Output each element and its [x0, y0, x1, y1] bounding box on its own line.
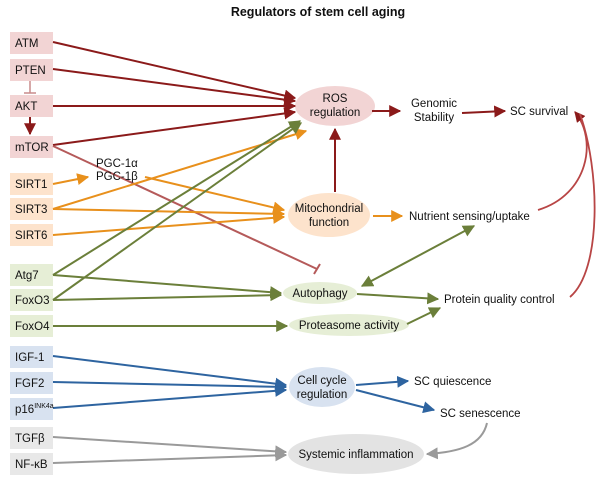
- arrow-sirt3-mito: [52, 207, 286, 220]
- label-mtor: mTOR: [15, 142, 49, 154]
- label-autophagy: Autophagy: [293, 288, 348, 300]
- curve-nutrient-survival: [537, 111, 588, 211]
- arrow-autophagy-nutrient: [360, 225, 476, 287]
- label-protein-qc: Protein quality control: [444, 294, 555, 306]
- box-igf1: [10, 346, 53, 368]
- label-p16: p16INK4a: [15, 403, 54, 416]
- arrow-foxo3-autophagy: [52, 289, 283, 302]
- node-ros-regulation: [295, 86, 375, 126]
- label-nfkb: NF-κB: [15, 459, 48, 471]
- arrow-atg7-autophagy: [52, 274, 283, 299]
- arrow-nfkb-systemic: [52, 449, 288, 464]
- label-p16-main: p16: [15, 404, 34, 416]
- box-sirt6: [10, 224, 53, 246]
- node-proteasome-activity: [289, 314, 409, 336]
- inhibit-bar-mtor-autophagy: [313, 263, 321, 275]
- label-igf1: IGF-1: [15, 352, 44, 364]
- box-sirt3: [10, 198, 53, 220]
- intermediate-labels: PGC-1α PGC-1β: [96, 158, 138, 183]
- box-akt: [10, 95, 53, 117]
- regulator-labels: ATM PTEN AKT mTOR SIRT1 SIRT3 SIRT6 Atg7…: [15, 38, 54, 471]
- inhibit-mtor-autophagy: [52, 145, 321, 275]
- arrow-sirt1-pgc1a: [52, 173, 90, 186]
- label-mito-2: function: [309, 217, 349, 229]
- curve-protein-survival: [569, 113, 596, 298]
- label-cellcycle-2: regulation: [297, 389, 348, 401]
- arrow-proteasome-protein: [406, 307, 442, 325]
- node-systemic-inflammation: [288, 434, 424, 474]
- arrow-genomic-survival: [461, 105, 507, 118]
- arrow-foxo3-ros: [52, 122, 302, 301]
- label-pgc1b: PGC-1β: [96, 171, 138, 183]
- node-mitochondrial-function: [288, 193, 370, 237]
- arrow-sirt6-mito: [52, 211, 286, 236]
- label-atm: ATM: [15, 38, 38, 50]
- arrow-senescence-systemic: [425, 422, 488, 460]
- blue-arrows: [52, 355, 436, 414]
- label-sirt1: SIRT1: [15, 179, 47, 191]
- box-nfkb: [10, 453, 53, 475]
- label-pten: PTEN: [15, 65, 46, 77]
- label-sc-senescence: SC senescence: [440, 408, 521, 420]
- box-atm: [10, 32, 53, 54]
- box-fgf2: [10, 372, 53, 394]
- box-p16: [10, 398, 53, 420]
- green-arrows: [52, 120, 476, 332]
- diagram-title: Regulators of stem cell aging: [231, 5, 405, 19]
- label-sirt6: SIRT6: [15, 230, 47, 242]
- label-tgfb: TGFβ: [15, 433, 45, 445]
- box-sirt1: [10, 173, 53, 195]
- label-sirt3: SIRT3: [15, 204, 47, 216]
- label-genomic-1: Genomic: [411, 98, 457, 110]
- label-foxo3: FoxO3: [15, 295, 50, 307]
- box-foxo3: [10, 289, 53, 311]
- regulator-boxes: [10, 32, 53, 475]
- arrow-fgf2-cellcycle: [52, 380, 288, 393]
- arrow-cellcycle-quiescence: [355, 375, 410, 388]
- outcome-labels: Genomic Stability SC survival Nutrient s…: [409, 98, 568, 420]
- node-cell-cycle-regulation: [289, 367, 355, 407]
- arrow-pten-ros: [52, 68, 297, 106]
- label-genomic-2: Stability: [414, 112, 455, 124]
- arrow-p16-cellcycle: [52, 384, 288, 409]
- label-p16-superscript: INK4a: [34, 403, 54, 410]
- label-mito-1: Mitochondrial: [295, 203, 363, 215]
- arrow-atm-ros: [52, 41, 297, 102]
- inhibit-line-mtor-autophagy: [52, 145, 318, 270]
- label-sc-survival: SC survival: [510, 106, 568, 118]
- arrow-autophagy-protein: [356, 292, 440, 305]
- label-systemic: Systemic inflammation: [298, 449, 413, 461]
- box-foxo4: [10, 315, 53, 337]
- label-cellcycle-1: Cell cycle: [297, 375, 346, 387]
- box-mtor: [10, 136, 53, 158]
- red-arrows: [24, 41, 507, 192]
- label-akt: AKT: [15, 101, 37, 113]
- arrow-mtor-ros: [52, 107, 297, 146]
- arrow-igf1-cellcycle: [52, 355, 288, 390]
- arrow-pgc1-mito: [144, 176, 286, 214]
- label-sc-quiescence: SC quiescence: [414, 376, 491, 388]
- node-autophagy: [283, 282, 357, 304]
- label-ros-2: regulation: [310, 107, 361, 119]
- box-pten: [10, 59, 53, 81]
- inhibit-pten-akt: [24, 81, 36, 94]
- feedback-curves: [537, 111, 596, 298]
- label-fgf2: FGF2: [15, 378, 44, 390]
- box-atg7: [10, 264, 53, 286]
- label-nutrient: Nutrient sensing/uptake: [409, 211, 530, 223]
- label-foxo4: FoxO4: [15, 321, 50, 333]
- label-ros-1: ROS: [323, 93, 348, 105]
- process-labels: ROS regulation Mitochondrial function Au…: [293, 93, 414, 461]
- label-pgc1a: PGC-1α: [96, 158, 138, 170]
- box-tgfb: [10, 427, 53, 449]
- arrow-atg7-ros: [52, 120, 302, 276]
- arrow-cellcycle-senescence: [355, 389, 436, 414]
- label-proteasome: Proteasome activity: [299, 320, 400, 332]
- process-nodes: [283, 86, 424, 474]
- label-atg7: Atg7: [15, 270, 39, 282]
- arrow-tgfb-systemic: [52, 436, 288, 458]
- gray-arrows: [52, 422, 488, 464]
